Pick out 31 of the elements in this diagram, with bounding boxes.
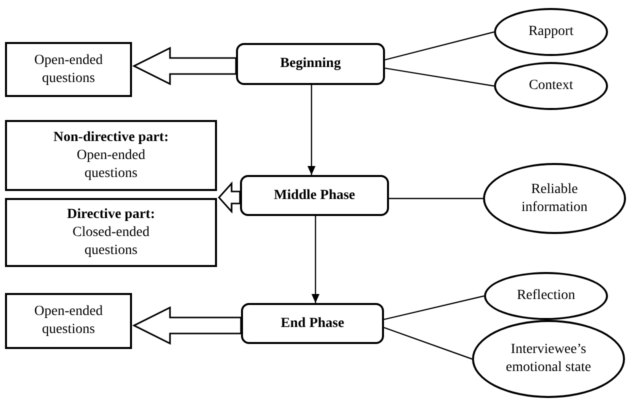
label: Middle Phase xyxy=(274,186,356,204)
block-arrow xyxy=(132,306,242,345)
label: Open-ended questions xyxy=(33,303,104,339)
heading: Non-directive part: xyxy=(53,128,169,146)
label: Reliable information xyxy=(520,180,589,216)
text-box xyxy=(5,120,217,191)
label: Rapport xyxy=(528,23,574,41)
label: Open-ended questions xyxy=(76,146,146,182)
connector-line xyxy=(384,68,494,87)
text-box xyxy=(5,198,217,267)
connector-line xyxy=(384,327,472,360)
label: Open-ended questions xyxy=(33,52,104,88)
arrow xyxy=(312,216,320,303)
connector-line xyxy=(389,198,483,200)
label: Interviewee’s emotional state xyxy=(504,341,592,377)
block-arrow xyxy=(132,46,237,86)
label: Closed-ended questions xyxy=(72,224,150,260)
phase-box xyxy=(241,303,384,344)
label: Context xyxy=(528,77,574,95)
phase-box xyxy=(240,175,389,216)
text-box xyxy=(5,293,132,349)
arrow xyxy=(308,85,316,175)
block-arrow xyxy=(218,181,241,214)
connector-line xyxy=(384,31,494,60)
connector-line xyxy=(384,295,484,320)
text-box xyxy=(5,42,132,97)
label: Beginning xyxy=(280,55,341,73)
label: End Phase xyxy=(280,314,344,332)
heading: Directive part: xyxy=(67,206,155,224)
phase-box xyxy=(236,43,385,85)
label: Reflection xyxy=(516,287,576,305)
